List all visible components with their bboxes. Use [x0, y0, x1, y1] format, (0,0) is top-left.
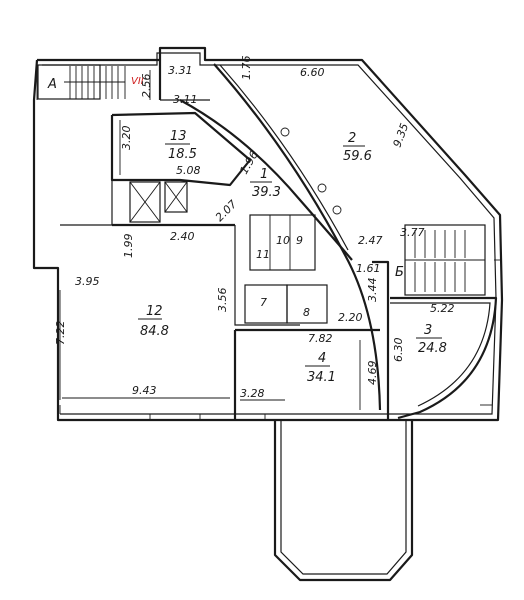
svg-text:4: 4 [318, 351, 326, 366]
svg-text:7.82: 7.82 [308, 332, 333, 345]
porch [273, 420, 414, 582]
room-walls [60, 60, 498, 420]
svg-text:3.28: 3.28 [240, 387, 265, 400]
svg-text:2.40: 2.40 [170, 230, 195, 243]
svg-text:6.60: 6.60 [300, 66, 325, 79]
svg-text:7: 7 [260, 296, 267, 309]
svg-text:1.99: 1.99 [122, 234, 135, 259]
dimension-labels: 3.31 2.56 1.76 6.60 3.11 3.20 9.35 5.08 … [54, 56, 455, 401]
svg-text:1.61: 1.61 [356, 262, 381, 275]
svg-text:7.22: 7.22 [54, 321, 67, 346]
svg-text:3.95: 3.95 [75, 275, 100, 288]
svg-text:9.35: 9.35 [391, 122, 412, 149]
svg-text:3.77: 3.77 [400, 226, 425, 239]
svg-text:18.5: 18.5 [168, 147, 197, 162]
svg-text:3: 3 [424, 323, 432, 338]
svg-text:13: 13 [170, 129, 187, 144]
window-marks [59, 259, 502, 420]
svg-text:9: 9 [296, 234, 303, 247]
svg-text:2.56: 2.56 [140, 74, 153, 99]
stair-a: A VII [37, 64, 144, 100]
svg-text:59.6: 59.6 [343, 149, 372, 164]
svg-text:3.56: 3.56 [216, 288, 229, 313]
svg-text:34.1: 34.1 [307, 370, 336, 385]
svg-text:3.11: 3.11 [173, 93, 198, 106]
stair-b: Б [395, 224, 486, 296]
stair-a-label: A [47, 77, 57, 92]
svg-text:3.44: 3.44 [366, 278, 379, 303]
svg-text:5.22: 5.22 [430, 302, 455, 315]
svg-text:5.08: 5.08 [176, 164, 201, 177]
svg-text:2.07: 2.07 [213, 198, 240, 225]
svg-text:11: 11 [256, 248, 270, 261]
svg-text:9.43: 9.43 [132, 384, 157, 397]
room-labels: 2 59.6 13 18.5 1 39.3 12 84.8 4 34.1 3 2… [138, 129, 447, 385]
svg-text:1.76: 1.76 [240, 56, 253, 81]
stair-mark: VII [131, 76, 144, 87]
svg-text:6.30: 6.30 [392, 338, 405, 363]
svg-text:4.69: 4.69 [366, 361, 379, 386]
svg-text:84.8: 84.8 [140, 324, 169, 339]
stair-b-label: Б [395, 265, 404, 280]
svg-text:3.20: 3.20 [120, 126, 133, 151]
svg-text:8: 8 [303, 306, 310, 319]
outer-walls [32, 46, 504, 422]
svg-text:39.3: 39.3 [252, 185, 281, 200]
svg-text:2.20: 2.20 [338, 311, 363, 324]
svg-text:1: 1 [260, 167, 268, 182]
svg-text:3.31: 3.31 [168, 64, 193, 77]
svg-text:24.8: 24.8 [418, 341, 447, 356]
svg-text:2: 2 [348, 131, 356, 146]
svg-text:2.47: 2.47 [358, 234, 383, 247]
svg-text:10: 10 [276, 234, 290, 247]
corridor-curves [179, 63, 382, 411]
dimension-ticks [59, 70, 361, 410]
svg-text:12: 12 [146, 304, 163, 319]
